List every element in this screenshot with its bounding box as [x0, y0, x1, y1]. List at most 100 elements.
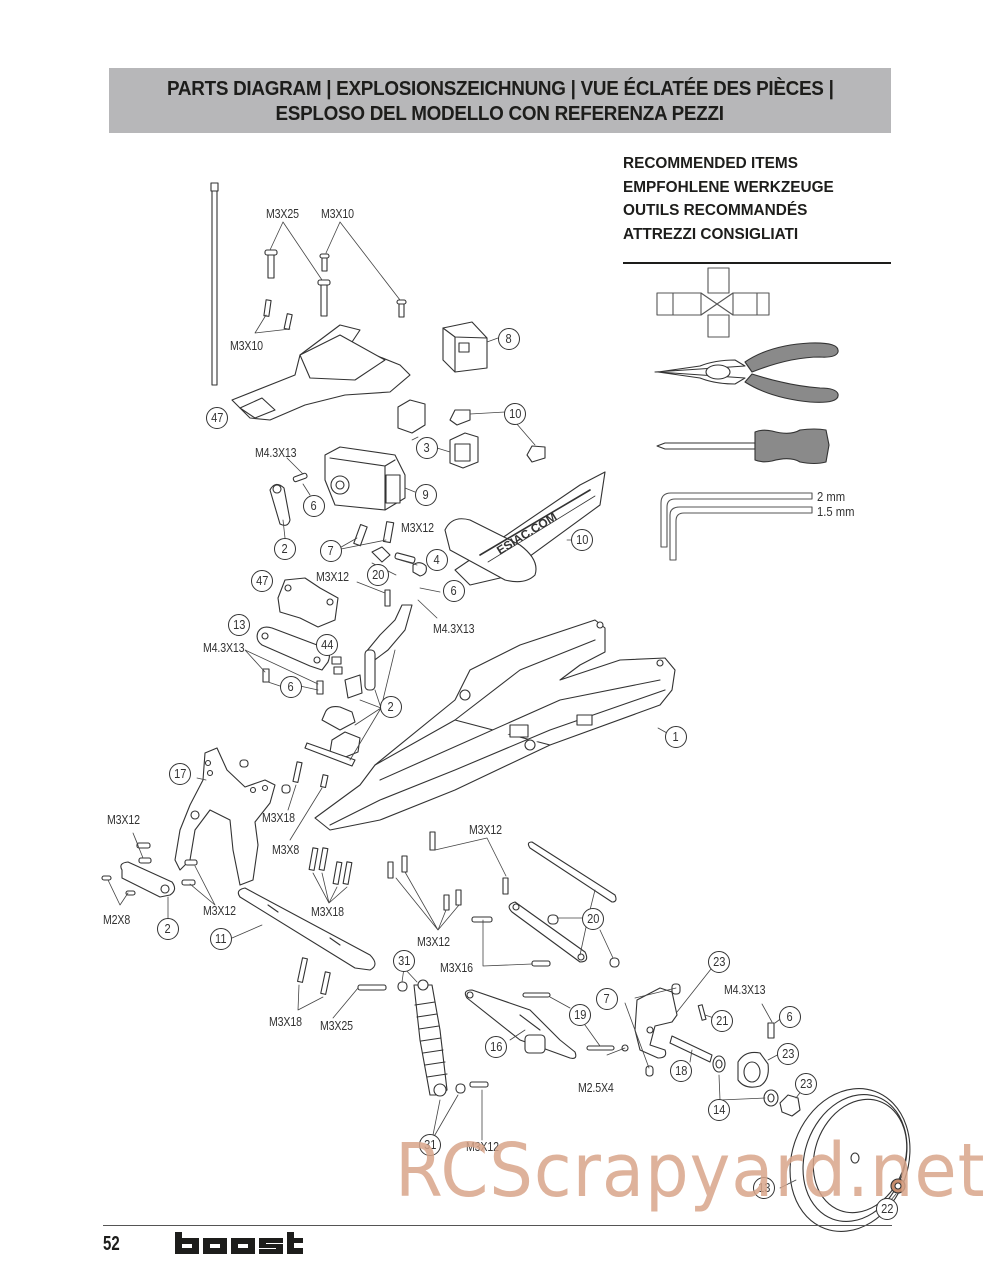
- steering-arm-part: [256, 626, 343, 695]
- battery-strap-part: [444, 471, 606, 586]
- part-callout: 17: [169, 763, 191, 785]
- recommended-items-fr: OUTILS RECOMMANDÉS: [623, 202, 808, 219]
- part-callout: 20: [367, 564, 389, 586]
- hardware-label: M4.3X13: [255, 446, 297, 460]
- leader-m3x12-b: [356, 581, 386, 594]
- pliers-icon: [654, 342, 839, 403]
- hardware-label: M4.3X13: [433, 622, 475, 636]
- hardware-label: M3X18: [311, 905, 344, 919]
- part-callout: 1: [665, 726, 687, 748]
- brand-logo: boost: [175, 1232, 303, 1259]
- part-callout: 2: [274, 538, 296, 560]
- part-callout: 14: [708, 1099, 730, 1121]
- leader-31b: [431, 1094, 459, 1141]
- servo-mount-part: [277, 577, 339, 628]
- recommended-items-it: ATTREZZI CONSIGLIATI: [623, 225, 799, 243]
- screws-m3x18-group: [308, 847, 353, 885]
- antenna-tube: [210, 182, 219, 386]
- leader-m2x8: [107, 879, 129, 906]
- bearing-and-hub-parts: [712, 1022, 801, 1117]
- part-callout: 31: [393, 950, 415, 972]
- part-callout: 22: [876, 1198, 898, 1220]
- shock-tower-part: [174, 747, 291, 886]
- part-callout: 6: [303, 495, 325, 517]
- page-header-banner: PARTS DIAGRAM | EXPLOSIONSZEICHNUNG | VU…: [109, 68, 891, 133]
- screws-top: [263, 249, 407, 330]
- footer-divider: [103, 1225, 892, 1226]
- part-callout: 23: [795, 1073, 817, 1095]
- leader-m2-5x4: [606, 1047, 626, 1056]
- hardware-label: M3X10: [321, 207, 354, 221]
- leader-6-b: [417, 587, 441, 619]
- leader-17: [196, 777, 207, 781]
- rear-arm-part: [464, 989, 577, 1059]
- steering-parts: [304, 521, 427, 767]
- leader-steering: [244, 649, 319, 691]
- part-callout: 3: [416, 437, 438, 459]
- leader-m3x18-group: [312, 872, 348, 904]
- top-plate-part: [231, 324, 411, 421]
- recommended-items-divider: [623, 262, 891, 264]
- servo-horn: [269, 472, 308, 526]
- part-callout: 23: [777, 1043, 799, 1065]
- part-callout: 31: [419, 1134, 441, 1156]
- part-callout: 7: [320, 540, 342, 562]
- watermark: RCScrapyard.net: [395, 1128, 986, 1214]
- part-callout: 9: [415, 484, 437, 506]
- part-callout: 4: [426, 549, 448, 571]
- part-callout: 2: [380, 696, 402, 718]
- recommended-items-en: RECOMMENDED ITEMS: [623, 155, 798, 172]
- hardware-label: M3X18: [269, 1015, 302, 1029]
- part-callout: 6: [443, 580, 465, 602]
- part-callout: 10: [571, 529, 593, 551]
- part-callout: 16: [485, 1036, 507, 1058]
- hardware-label: M3X8: [272, 843, 300, 857]
- hardware-label: M3X12: [316, 570, 349, 584]
- part-callout: 47: [206, 407, 228, 429]
- leader-m3x16: [482, 919, 533, 967]
- screws-rear: [387, 831, 551, 967]
- hardware-label: M3X12: [203, 904, 236, 918]
- part-callout: 21: [711, 1010, 733, 1032]
- part-callout: 7: [596, 988, 618, 1010]
- part-callout: 8: [498, 328, 520, 350]
- leader-20b: [556, 889, 614, 959]
- header-title-line-1: PARTS DIAGRAM | EXPLOSIONSZEICHNUNG | VU…: [166, 76, 834, 100]
- leader-m3x12-e: [434, 837, 507, 877]
- hardware-label: M3X12: [401, 521, 434, 535]
- hardware-label: M4.3X13: [203, 641, 245, 655]
- hardware-label: M3X10: [230, 339, 263, 353]
- part-callout: 20: [582, 908, 604, 930]
- leader-m3x25-b: [332, 987, 359, 1019]
- shock-absorber-part: [397, 979, 489, 1097]
- axle-part: [669, 1035, 713, 1063]
- part-callout: 2: [157, 918, 179, 940]
- leader-11: [231, 924, 263, 939]
- hardware-label: M3X16: [440, 961, 473, 975]
- hinge-pins: [522, 992, 615, 1051]
- part-callout: 18: [670, 1060, 692, 1082]
- part-callout: 6: [280, 676, 302, 698]
- page-number: 52: [103, 1233, 120, 1255]
- leader-servo-horn: [282, 457, 311, 539]
- leader-18: [689, 1049, 693, 1063]
- hardware-label: M3X25: [320, 1019, 353, 1033]
- leader-m3x18-b: [297, 984, 324, 1011]
- hardware-label: M3X18: [262, 811, 295, 825]
- screws-chassis-front: [292, 761, 329, 789]
- leader-lines: [254, 221, 401, 334]
- part-callout: 44: [316, 634, 338, 656]
- part-callout: 23: [708, 951, 730, 973]
- rear-hub-part: [621, 983, 707, 1077]
- chassis-part: [314, 619, 676, 831]
- boost-logo-icon: [175, 1232, 303, 1254]
- leader-connectors: [411, 411, 536, 453]
- hardware-label: M2X8: [103, 913, 131, 927]
- header-title-line-2: ESPLOSO DEL MODELLO CON REFERENZA PEZZI: [275, 101, 725, 125]
- hex-key-size-1-5mm: 1.5 mm: [817, 505, 855, 519]
- hardware-label: M2.5X4: [578, 1081, 614, 1095]
- part-callout: 6: [779, 1006, 801, 1028]
- screwdriver-icon: [656, 428, 830, 465]
- hardware-label: M3X12: [417, 935, 450, 949]
